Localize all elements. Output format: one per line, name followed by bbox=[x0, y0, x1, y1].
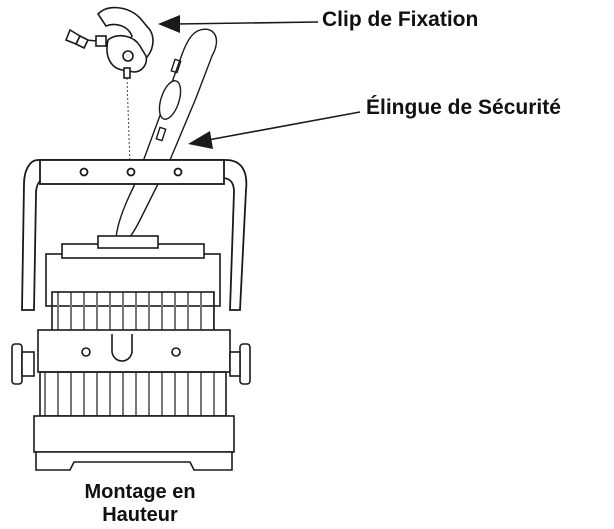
right-knob bbox=[229, 343, 251, 385]
yoke-bracket bbox=[21, 159, 248, 311]
mounting-clamp bbox=[64, 6, 154, 79]
caption-line-2: Hauteur bbox=[102, 504, 178, 526]
fixture-body bbox=[33, 235, 235, 471]
mounting-caption: Montage en Hauteur bbox=[40, 481, 240, 527]
mounting-bolt-line bbox=[126, 77, 131, 167]
clip-label: Clip de Fixation bbox=[322, 8, 479, 31]
caption-line-1: Montage en bbox=[84, 481, 196, 503]
safety-cable bbox=[115, 28, 218, 248]
clip-pointer-arrow bbox=[158, 15, 319, 33]
sling-pointer-arrow bbox=[188, 111, 361, 149]
safety-sling-label: Élingue de Sécurité bbox=[366, 96, 561, 119]
left-knob bbox=[11, 343, 35, 385]
